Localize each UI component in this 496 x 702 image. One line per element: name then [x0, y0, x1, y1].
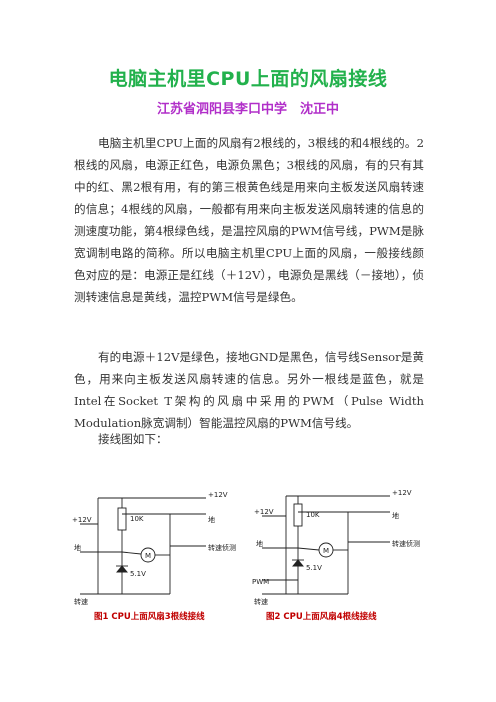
author-line: 江苏省泗阳县李口中学 沈正中	[156, 102, 339, 117]
label-motor: M	[145, 552, 151, 560]
label-ground-right: 地	[392, 511, 399, 520]
paragraph-1: 电脑主机里CPU上面的风扇有2根线的，3根线的和4根线的。2根线的风扇，电源正红…	[74, 136, 424, 304]
label-plus12-top: +12V	[392, 489, 412, 497]
label-speed: 转速	[74, 597, 88, 606]
label-plus12-left: +12V	[254, 508, 274, 516]
label-ground-right: 地	[208, 515, 215, 524]
figure-1-caption: 图1 CPU上面风扇3根线接线	[94, 612, 205, 622]
label-ground-left: 地	[74, 543, 81, 552]
label-motor: M	[323, 547, 329, 555]
figure-2-caption: 图2 CPU上面风扇4根线接线	[266, 612, 377, 622]
label-resistor: 10K	[306, 511, 320, 519]
label-plus12-top: +12V	[208, 491, 228, 499]
label-speed-detect: 转速侦测	[208, 543, 236, 552]
label-speed: 转速	[254, 597, 268, 606]
label-pwm: PWM	[252, 578, 269, 586]
paragraph-2: 有的电源＋12V是绿色，接地GND是黑色，信号线Sensor是黄色，用来向主板发…	[74, 350, 424, 430]
label-zener: 5.1V	[306, 564, 322, 572]
label-resistor: 10K	[130, 515, 144, 523]
wiring-diagram-3-wire: +12V +12V 10K 地 地 M 转速侦测 5.1V 转速	[72, 491, 236, 606]
document-title: 电脑主机里CPU上面的风扇接线	[108, 68, 388, 90]
paragraph-3: 接线图如下：	[98, 432, 168, 446]
label-zener: 5.1V	[130, 570, 146, 578]
wiring-diagram-4-wire: +12V +12V 10K 地 地 M 转速侦测 5.1V PWM 转速	[252, 489, 420, 606]
label-ground-left: 地	[256, 539, 263, 548]
label-plus12-left: +12V	[72, 516, 92, 524]
label-speed-detect: 转速侦测	[392, 539, 420, 548]
